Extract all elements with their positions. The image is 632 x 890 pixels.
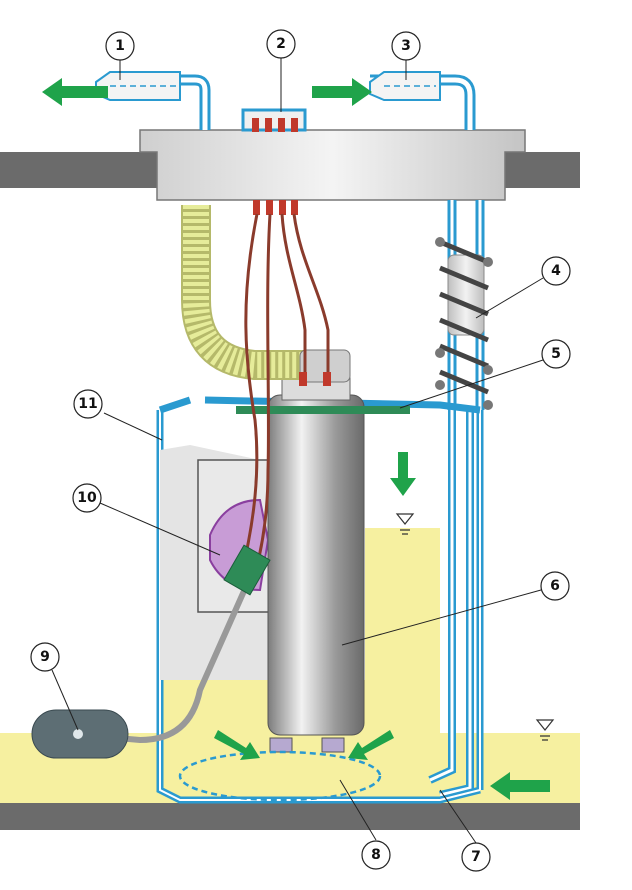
callout-6: 6 [540, 571, 570, 601]
wire [248, 213, 272, 591]
svg-text:2: 2 [276, 36, 286, 52]
leader-line-11 [103, 412, 163, 441]
leader-line-7 [439, 789, 477, 844]
callout-3: 3 [391, 31, 421, 61]
callout-9: 9 [30, 642, 60, 672]
leader-line-4 [475, 277, 544, 319]
fuel-pump-body [267, 394, 365, 736]
connector-pin [265, 118, 272, 132]
flange [139, 129, 526, 201]
flow-arrow-in [312, 78, 372, 106]
float-pivot [73, 729, 83, 739]
flow-arrow-down [390, 452, 416, 496]
coil-spring [439, 239, 489, 395]
connector-pin-lower [279, 200, 286, 215]
sensor-wiper [223, 544, 271, 596]
flow-arrow-suction-right [348, 730, 394, 760]
connector-pin [291, 118, 298, 132]
connector-pin [278, 118, 285, 132]
svg-text:1: 1 [115, 38, 125, 54]
leader-line-5 [399, 359, 544, 409]
leader-line-10 [99, 502, 221, 556]
flow-arrow-out [42, 78, 108, 106]
connector-pin-lower [253, 200, 260, 215]
callout-5: 5 [541, 339, 571, 369]
leader-line-8 [339, 779, 377, 841]
pump-terminal [299, 372, 307, 386]
svg-text:11: 11 [78, 396, 97, 412]
wire [292, 213, 330, 380]
tank-bottom-wall [0, 803, 580, 830]
callout-1: 1 [105, 31, 135, 61]
supply-nozzle [95, 71, 181, 101]
fuel-level-symbol-tank [535, 719, 555, 741]
connector-pin-lower [266, 200, 273, 215]
float-arm [79, 553, 263, 744]
reservoir-fuel [160, 528, 440, 800]
svg-text:9: 9 [40, 649, 50, 665]
pump-terminal [323, 372, 331, 386]
svg-text:6: 6 [550, 578, 560, 594]
svg-text:4: 4 [551, 263, 561, 279]
svg-text:5: 5 [551, 346, 561, 362]
callout-11: 11 [73, 389, 103, 419]
svg-text:7: 7 [471, 849, 481, 865]
pump-inlet-right [321, 737, 345, 753]
callout-2: 2 [266, 29, 296, 59]
fuel-level-symbol-reservoir [395, 513, 415, 535]
wire [280, 213, 307, 380]
callout-8: 8 [361, 840, 391, 870]
callout-4: 4 [541, 256, 571, 286]
connector-pin-lower [291, 200, 298, 215]
pump-inlet-left [269, 737, 293, 753]
callout-10: 10 [72, 483, 102, 513]
suction-strainer [178, 750, 382, 802]
svg-text:10: 10 [77, 490, 97, 506]
flow-arrow-return-in [490, 772, 550, 800]
callout-7: 7 [461, 842, 491, 872]
flow-arrow-suction-left [214, 730, 260, 760]
connector-pin [252, 118, 259, 132]
leader-line-6 [341, 589, 542, 646]
svg-text:3: 3 [401, 38, 411, 54]
leader-line-9 [51, 669, 79, 731]
wire [238, 213, 259, 581]
svg-text:8: 8 [371, 847, 381, 863]
